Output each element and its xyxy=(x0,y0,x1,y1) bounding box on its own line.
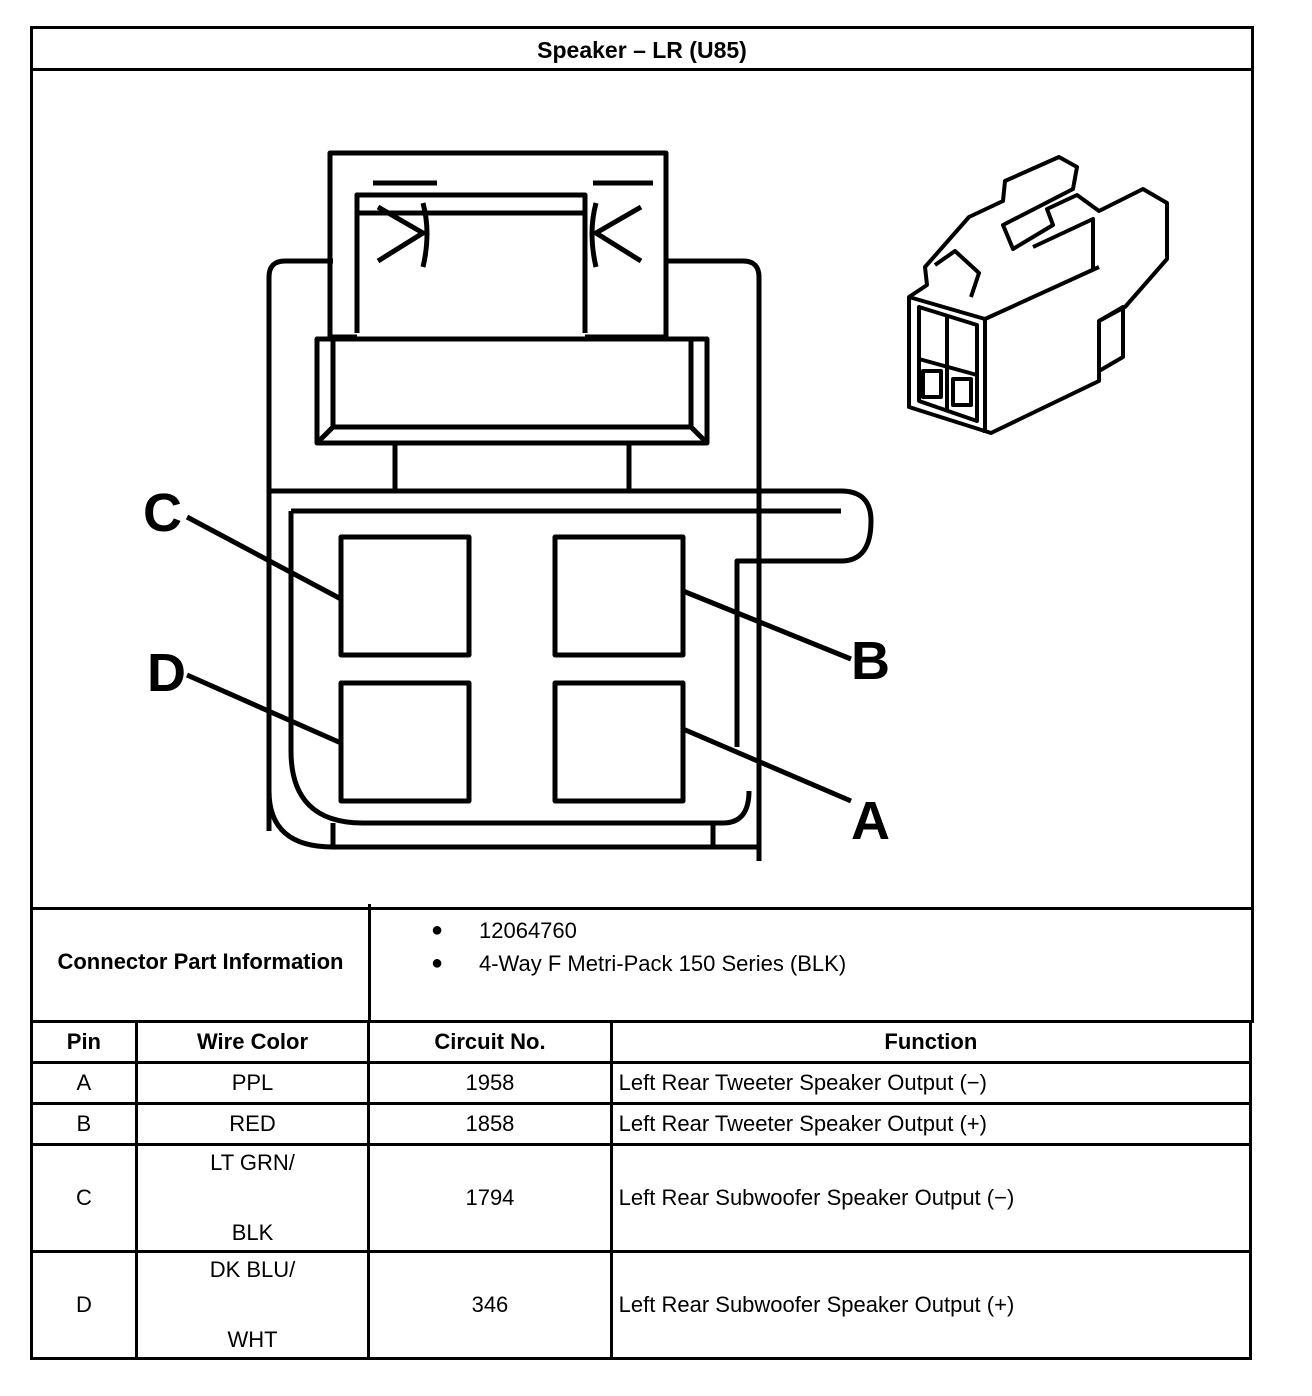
pin-cell: C xyxy=(30,1143,138,1253)
connector-face-drawing: C D B A xyxy=(143,150,1169,861)
wire-color-cell: LT GRN/ BLK xyxy=(134,1143,371,1253)
function-cell: Left Rear Subwoofer Speaker Output (+) xyxy=(609,1250,1253,1360)
table-row: D DK BLU/ WHT 346 Left Rear Subwoofer Sp… xyxy=(30,1250,1253,1360)
table-row: B RED 1858 Left Rear Tweeter Speaker Out… xyxy=(30,1102,1253,1146)
connector-diagram: C D B A xyxy=(30,68,1254,910)
callout-d: D xyxy=(147,643,186,703)
header-circuit: Circuit No. xyxy=(367,1020,613,1064)
wire-color-line: BLK xyxy=(231,1220,274,1245)
table-row: C LT GRN/ BLK 1794 Left Rear Subwoofer S… xyxy=(30,1143,1253,1253)
circuit-cell: 1794 xyxy=(367,1143,613,1253)
circuit-cell: 1958 xyxy=(367,1061,613,1105)
wire-color-line: LT GRN/ xyxy=(210,1150,295,1175)
connector-part-info: Connector Part Information ●12064760 ●4-… xyxy=(30,904,1254,1023)
page-title: Speaker – LR (U85) xyxy=(30,26,1254,71)
part-info-item: ●4-Way F Metri-Pack 150 Series (BLK) xyxy=(431,950,847,976)
circuit-cell: 1858 xyxy=(367,1102,613,1146)
part-info-list: ●12064760 ●4-Way F Metri-Pack 150 Series… xyxy=(431,914,846,980)
connector-isometric-view xyxy=(907,155,1169,435)
header-wire-color: Wire Color xyxy=(134,1020,371,1064)
wire-color-cell: PPL xyxy=(134,1061,371,1105)
pin-table: Pin Wire Color Circuit No. Function A PP… xyxy=(30,1020,1253,1360)
part-info-item: ●12064760 xyxy=(431,917,577,943)
table-header-row: Pin Wire Color Circuit No. Function xyxy=(30,1020,1253,1064)
header-pin: Pin xyxy=(30,1020,138,1064)
pin-cell: A xyxy=(30,1061,138,1105)
function-cell: Left Rear Tweeter Speaker Output (−) xyxy=(609,1061,1253,1105)
connector-sheet: Speaker – LR (U85) xyxy=(30,26,1254,1366)
circuit-cell: 346 xyxy=(367,1250,613,1360)
callout-a: A xyxy=(851,791,890,851)
bullet-icon: ● xyxy=(431,952,444,974)
wire-color-line: DK BLU/ xyxy=(209,1257,296,1282)
pin-cell: B xyxy=(30,1102,138,1146)
wire-color-line: WHT xyxy=(227,1327,278,1352)
part-info-label: Connector Part Information xyxy=(33,904,371,1020)
callout-b: B xyxy=(851,631,890,691)
function-cell: Left Rear Subwoofer Speaker Output (−) xyxy=(609,1143,1253,1253)
wire-color-cell: DK BLU/ WHT xyxy=(134,1250,371,1360)
wire-color-cell: RED xyxy=(134,1102,371,1146)
callout-c: C xyxy=(143,483,182,543)
bullet-icon: ● xyxy=(431,919,444,941)
pin-cell: D xyxy=(30,1250,138,1360)
header-function: Function xyxy=(609,1020,1253,1064)
table-row: A PPL 1958 Left Rear Tweeter Speaker Out… xyxy=(30,1061,1253,1105)
function-cell: Left Rear Tweeter Speaker Output (+) xyxy=(609,1102,1253,1146)
